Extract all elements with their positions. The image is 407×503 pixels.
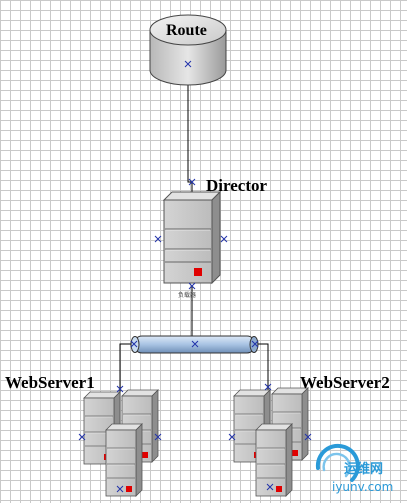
router-label: Route	[166, 22, 207, 39]
connection-lines	[119, 66, 269, 392]
router-director-link	[187, 66, 193, 196]
webserver1-cluster-icon	[83, 389, 159, 497]
bus-server1-link	[119, 343, 134, 392]
watermark-logo-icon	[315, 443, 360, 482]
bus-server2-link	[255, 343, 269, 392]
router-node	[149, 14, 227, 86]
connection-point-markers	[78, 60, 312, 493]
director-server-icon	[162, 190, 222, 285]
webserver2-cluster-icon	[233, 387, 309, 497]
watermark-title: 运维网	[344, 462, 384, 477]
webserver2-label: WebServer2	[300, 373, 390, 392]
webserver1-label: WebServer1	[5, 373, 95, 392]
director-caption: 负载器	[178, 292, 197, 299]
watermark-subtitle: iyunv.com	[332, 480, 394, 494]
director-label: Director	[206, 176, 268, 195]
